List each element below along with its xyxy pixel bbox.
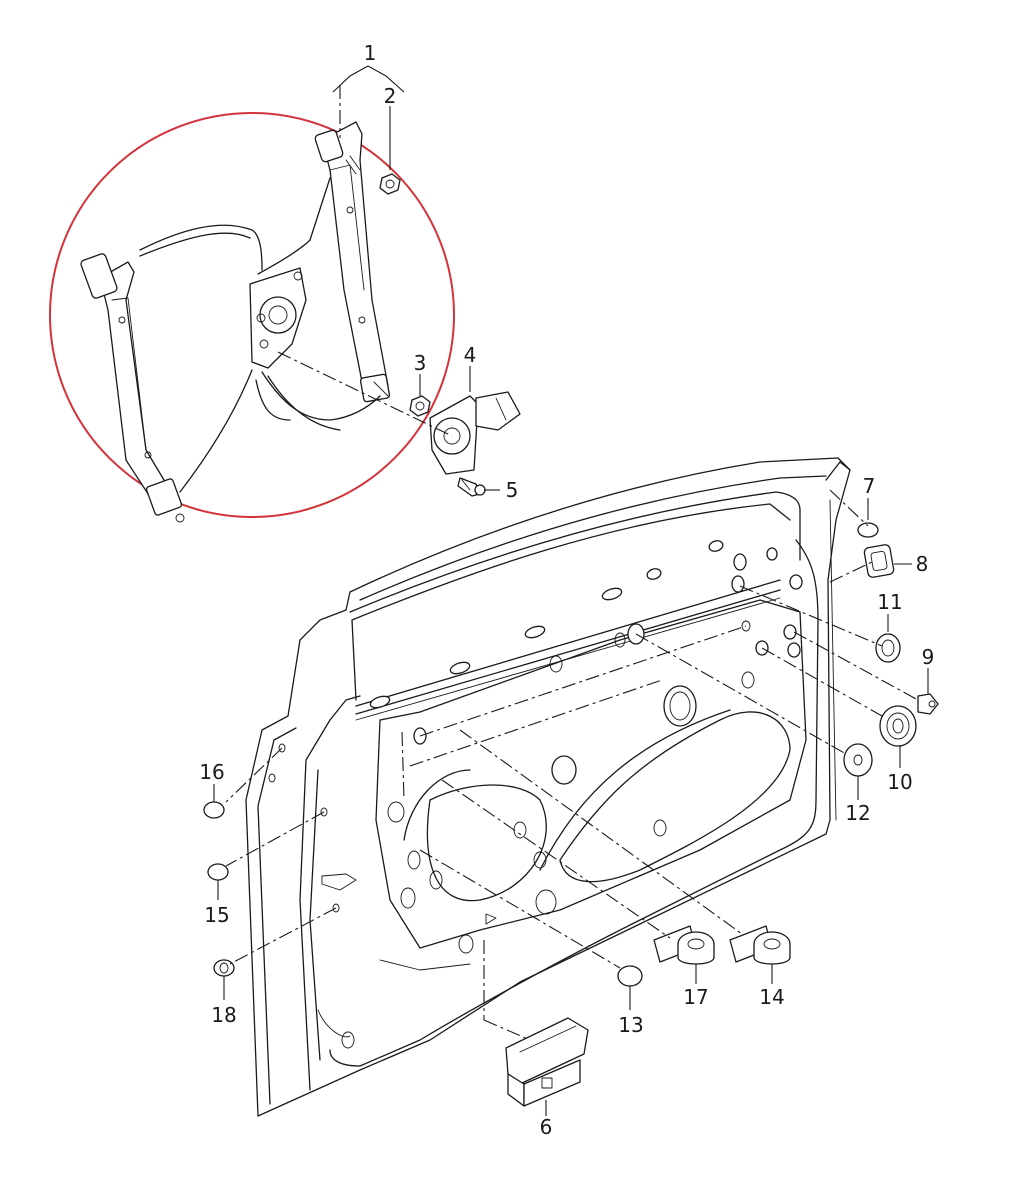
plug-part-13[interactable] xyxy=(617,965,643,987)
cap-part-12[interactable] xyxy=(843,743,873,777)
callout-14: 14 xyxy=(759,985,784,1009)
callout-9: 9 xyxy=(922,645,935,669)
callout-8: 8 xyxy=(916,552,929,576)
callout-2: 2 xyxy=(384,84,397,108)
callout-5: 5 xyxy=(506,478,519,502)
callout-4: 4 xyxy=(464,343,477,367)
callout-12: 12 xyxy=(845,801,870,825)
assembly-lines xyxy=(225,85,919,1041)
window-regulator[interactable] xyxy=(80,121,391,523)
door-inner-panel xyxy=(245,457,851,1117)
plug-part-7[interactable] xyxy=(857,522,879,538)
tape-roll-part-14[interactable] xyxy=(729,925,791,965)
callout-1: 1 xyxy=(364,41,377,65)
plug-part-18[interactable] xyxy=(213,959,235,977)
callout-17: 17 xyxy=(683,985,708,1009)
nut-part-2[interactable] xyxy=(379,173,401,195)
callout-10: 10 xyxy=(887,770,912,794)
grommet-part-8[interactable] xyxy=(863,544,895,578)
grommet-part-10[interactable] xyxy=(879,705,917,747)
callout-3: 3 xyxy=(414,351,427,375)
callout-6: 6 xyxy=(540,1115,553,1139)
window-motor-part-4[interactable] xyxy=(429,391,521,475)
tape-roll-part-17[interactable] xyxy=(653,925,715,965)
callout-16: 16 xyxy=(199,760,224,784)
callout-labels: 1 2 3 4 5 6 7 8 9 10 11 12 13 14 15 16 1… xyxy=(199,41,934,1139)
control-unit-part-6[interactable] xyxy=(505,1017,589,1107)
clip-part-9[interactable] xyxy=(917,693,939,715)
regulator-highlight-circle xyxy=(49,112,455,518)
callout-18: 18 xyxy=(211,1003,236,1027)
plug-part-15[interactable] xyxy=(207,863,229,881)
callout-11: 11 xyxy=(877,590,902,614)
callout-13: 13 xyxy=(618,1013,643,1037)
grommet-part-11[interactable] xyxy=(875,633,901,663)
callout-7: 7 xyxy=(863,474,876,498)
screw-part-5[interactable] xyxy=(457,477,486,497)
callout-15: 15 xyxy=(204,903,229,927)
leader-lines xyxy=(213,65,929,1116)
plug-part-16[interactable] xyxy=(203,801,225,819)
nut-part-3[interactable] xyxy=(409,395,431,417)
